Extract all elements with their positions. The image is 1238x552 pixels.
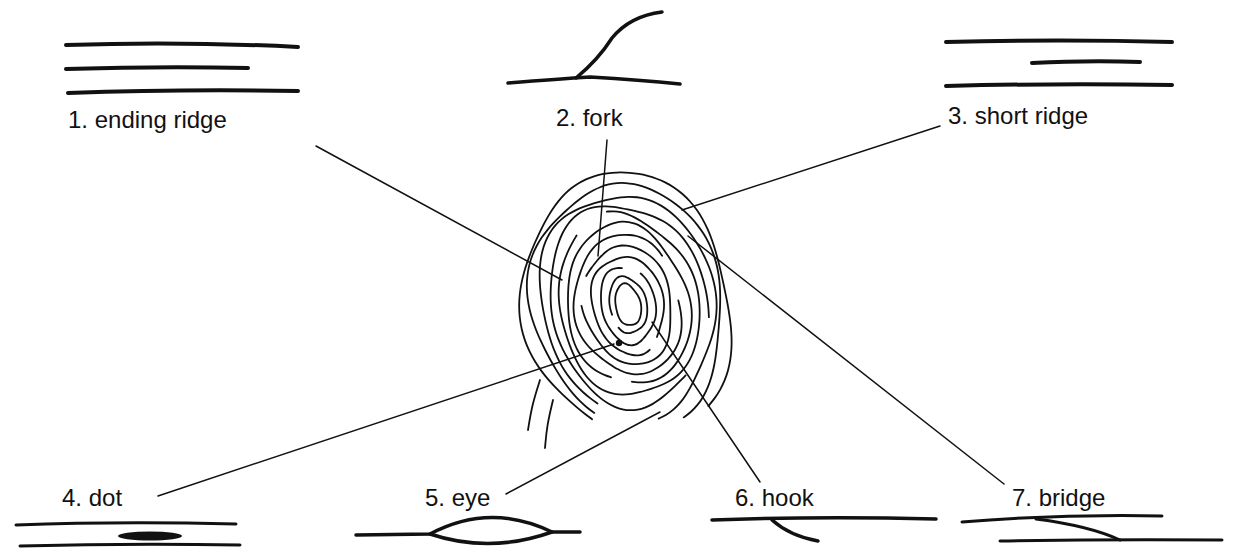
short-ridge-sample bbox=[946, 41, 1172, 87]
ridge-line bbox=[508, 77, 680, 84]
ridge-line bbox=[66, 67, 248, 69]
bridge-sample bbox=[962, 516, 1222, 541]
ridge-line bbox=[20, 544, 240, 546]
ridge-line bbox=[712, 518, 936, 520]
ridge-line bbox=[581, 245, 670, 364]
dot-sample bbox=[16, 523, 240, 546]
callout-label: 2. fork bbox=[556, 104, 623, 132]
ridge-line bbox=[545, 400, 553, 448]
ridge-dot bbox=[616, 340, 622, 346]
ridge-line bbox=[946, 41, 1172, 43]
callout-label: 4. dot bbox=[62, 484, 122, 512]
callout-label: 5. eye bbox=[425, 484, 490, 512]
ridge-line bbox=[559, 211, 700, 394]
leader-line bbox=[652, 322, 760, 482]
ridge-line bbox=[573, 235, 681, 375]
ridge-line bbox=[1036, 519, 1120, 540]
callout-label: 3. short ridge bbox=[948, 102, 1088, 130]
ridge-line bbox=[527, 183, 720, 417]
ridge-dot bbox=[118, 532, 182, 541]
ridge-line bbox=[772, 520, 818, 541]
leader-line bbox=[688, 236, 1004, 484]
ridge-line bbox=[576, 12, 662, 78]
ridge-line bbox=[591, 257, 664, 355]
eye-sample bbox=[356, 517, 580, 543]
callout-label: 6. hook bbox=[735, 484, 814, 512]
ridge-line bbox=[16, 523, 236, 525]
ending-ridge-sample bbox=[66, 43, 298, 93]
ridge-line bbox=[68, 90, 298, 93]
ridge-line bbox=[430, 532, 552, 544]
ridge-line bbox=[528, 380, 540, 430]
ridge-line bbox=[551, 206, 709, 410]
hook-sample bbox=[712, 518, 936, 541]
ridge-line bbox=[946, 84, 1172, 86]
leader-line bbox=[682, 126, 940, 210]
ridge-line bbox=[962, 516, 1162, 522]
ridge-line bbox=[66, 43, 298, 47]
ridge-line bbox=[1000, 540, 1222, 541]
ridge-line bbox=[519, 172, 731, 419]
ridge-line bbox=[615, 283, 641, 325]
fingerprint bbox=[519, 172, 731, 448]
callout-label: 1. ending ridge bbox=[68, 106, 227, 134]
leader-line bbox=[316, 146, 562, 280]
ridge-line bbox=[601, 268, 656, 345]
fork-sample bbox=[508, 12, 680, 84]
leader-lines bbox=[158, 126, 1004, 496]
ridge-line bbox=[609, 276, 647, 333]
callout-label: 7. bridge bbox=[1012, 484, 1105, 512]
ridge-line bbox=[1032, 61, 1140, 63]
